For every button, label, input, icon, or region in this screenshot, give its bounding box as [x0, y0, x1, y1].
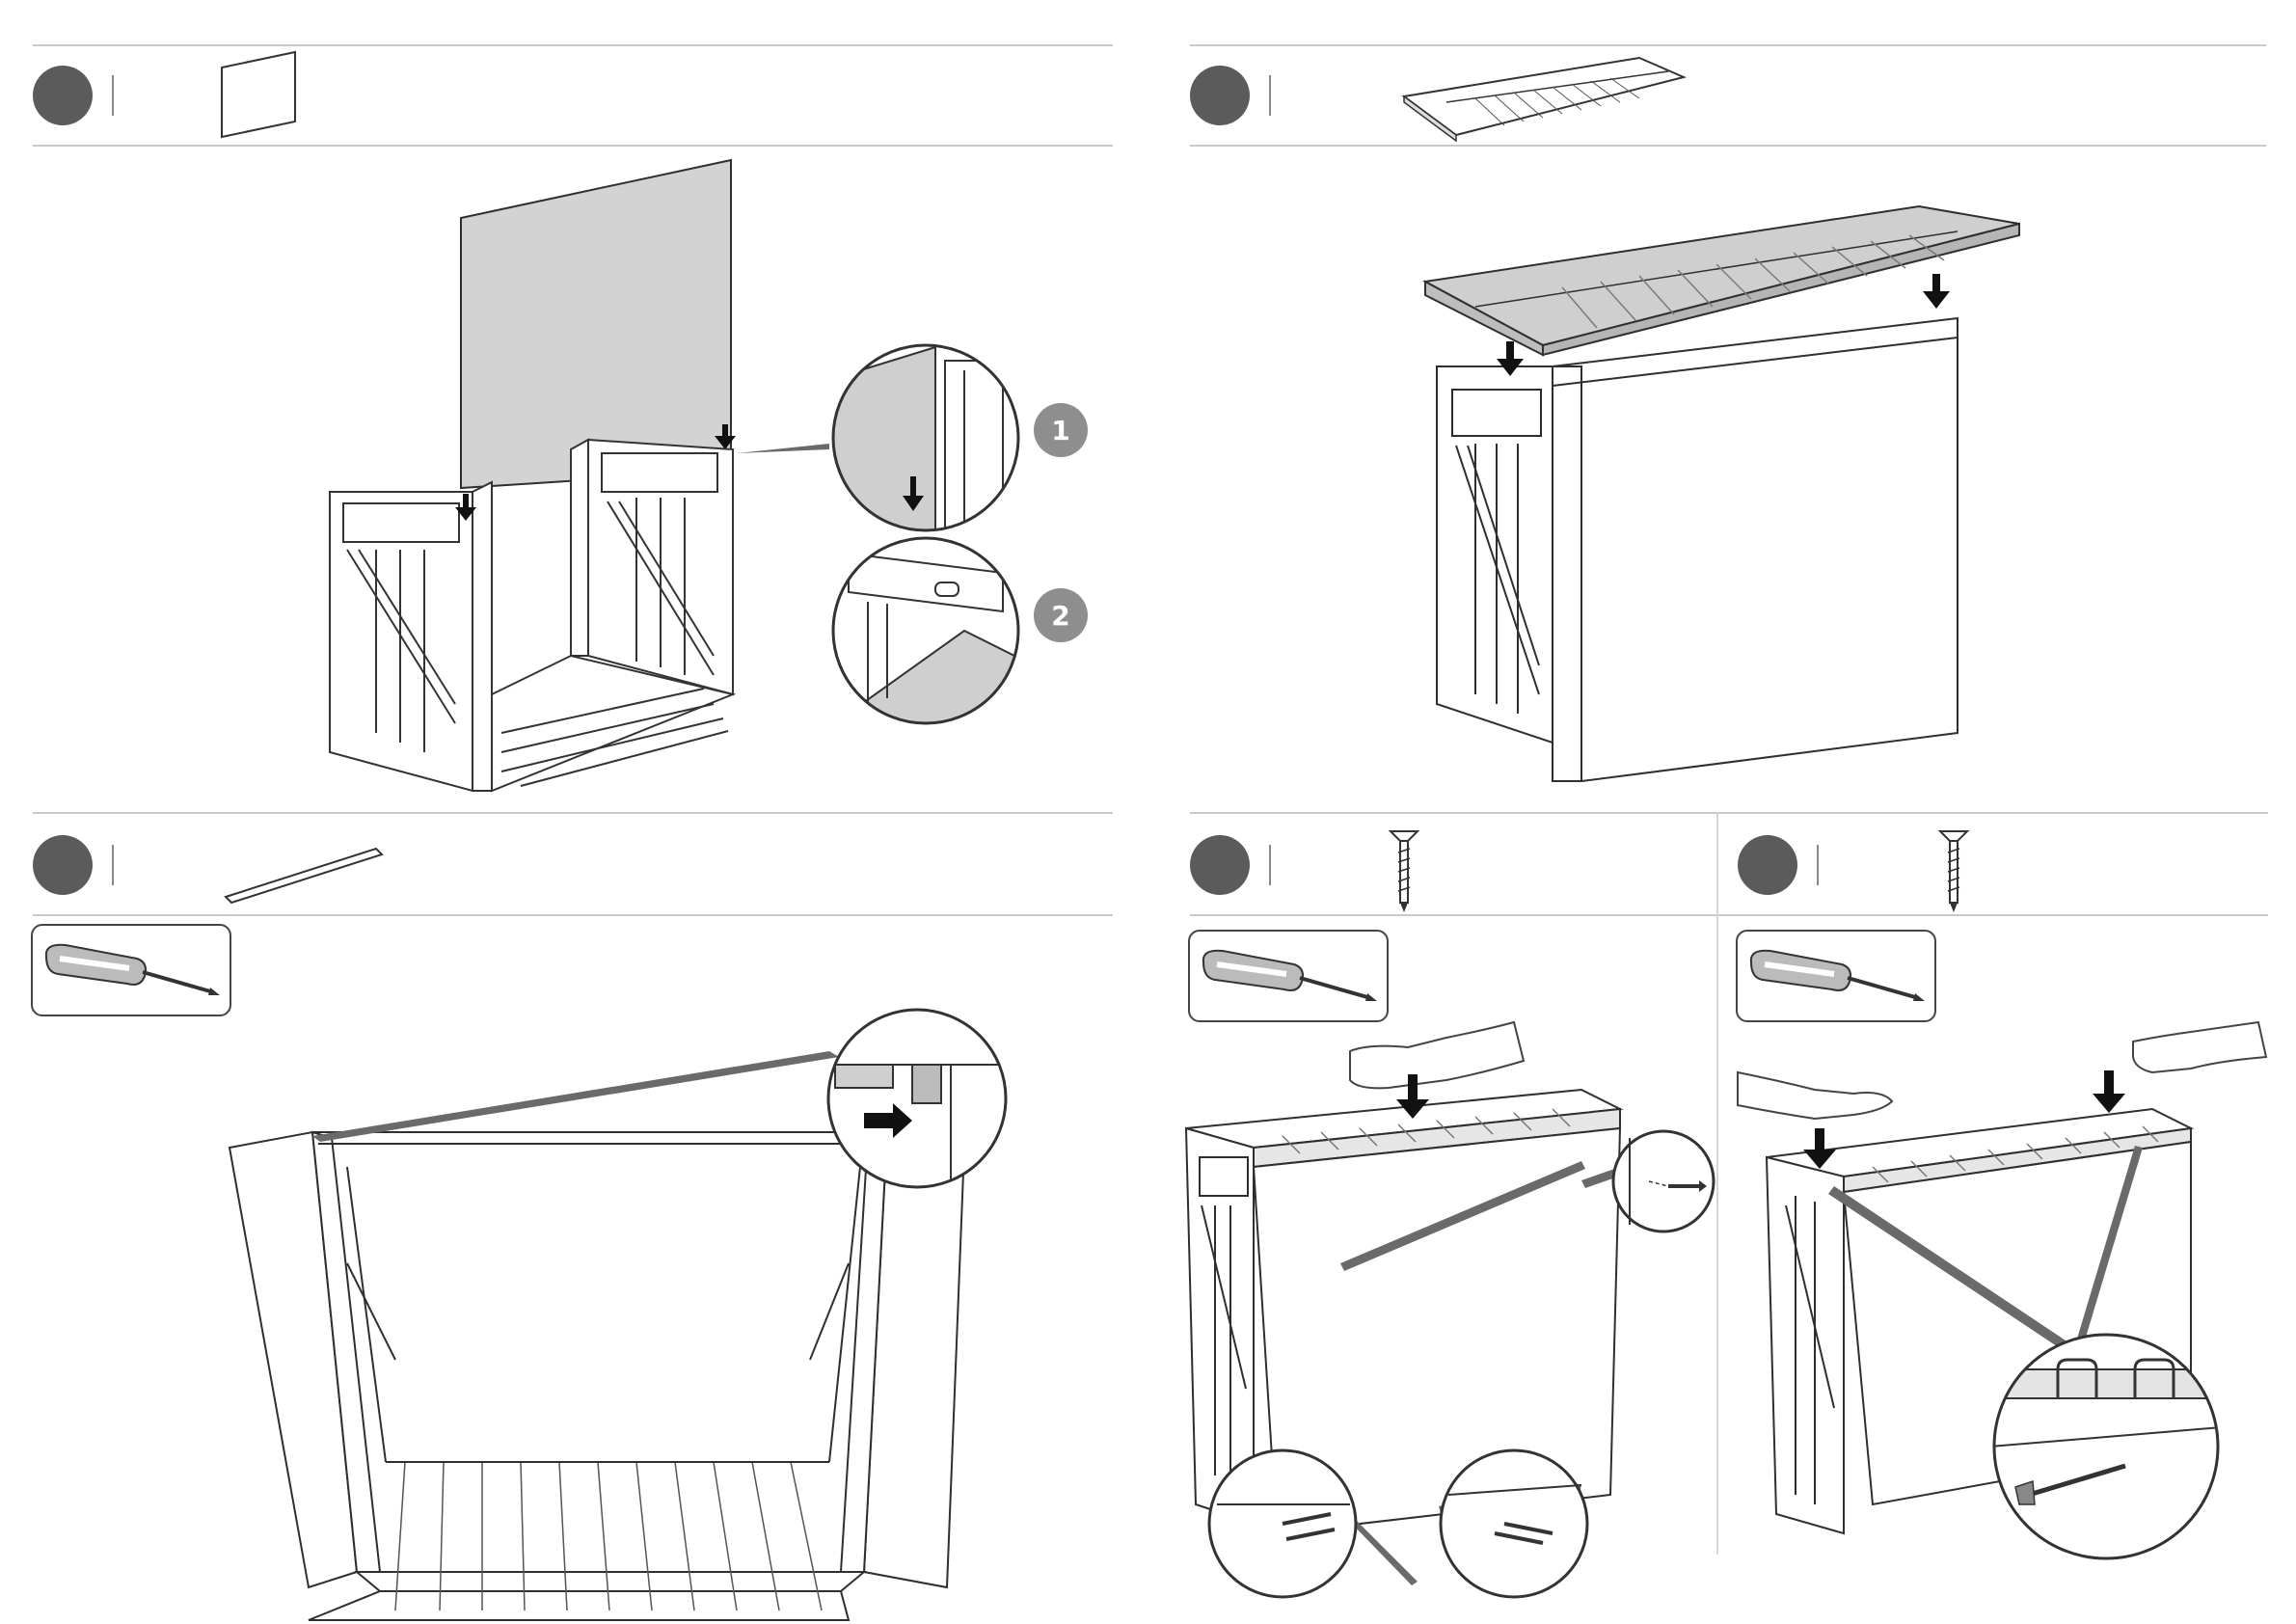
- divider: [33, 914, 1113, 916]
- step-number-circle: [1190, 66, 1250, 125]
- screwdriver-icon: [41, 935, 224, 1003]
- screwdriver-icon: [1745, 941, 1929, 1009]
- step-number-circle: [33, 66, 93, 125]
- divider: [1817, 845, 1819, 885]
- back-panel-sheet: [461, 160, 731, 488]
- lid-icon: [1398, 48, 1688, 145]
- divider: [1269, 845, 1271, 885]
- detail-circle-bottom-left-screws: [1205, 1447, 1360, 1601]
- detail-circle-top-edge: [829, 341, 1022, 534]
- divider: [1269, 75, 1271, 116]
- step-number-circle: [1738, 835, 1797, 895]
- divider: [33, 812, 1113, 814]
- detail-circle-side-edge: [829, 534, 1022, 727]
- callout-badge-2: 2: [1034, 588, 1088, 642]
- right-side-frame: [571, 440, 733, 694]
- tool-box: [31, 924, 231, 1016]
- left-side-frame: [330, 482, 492, 791]
- storage-box-body: [1437, 318, 1958, 781]
- step-panel-rod: [0, 810, 1119, 1624]
- divider: [1190, 914, 1716, 916]
- divider: [33, 44, 1113, 46]
- down-arrow-icon: [2093, 1070, 2125, 1113]
- divider: [112, 845, 114, 885]
- back-panel-insert-illustration: [318, 154, 781, 810]
- rod-icon: [222, 829, 395, 907]
- hand-illustration: [1350, 1022, 1524, 1088]
- side-panel-sheet-icon: [212, 48, 309, 140]
- step-panel-lid-screws: [1718, 810, 2296, 1624]
- step-panel-back-panel: 1 2: [0, 0, 1119, 810]
- step-panel-lid: [1157, 0, 2296, 810]
- storage-box-open-view: [230, 1132, 964, 1620]
- step-panel-back-screws: [1157, 810, 1716, 1624]
- divider: [1190, 44, 2266, 46]
- screw-icon: [1934, 820, 1973, 916]
- lid-placement-illustration: [1418, 193, 2189, 791]
- hand-illustration: [1738, 1072, 1892, 1119]
- down-arrow-icon: [1923, 274, 1950, 309]
- tool-box: [1188, 930, 1389, 1022]
- divider: [112, 75, 114, 116]
- divider: [1718, 914, 2268, 916]
- divider: [1718, 812, 2268, 814]
- divider: [1190, 812, 1716, 814]
- hand-illustration: [2133, 1022, 2266, 1072]
- callout-badge-1: 1: [1034, 403, 1088, 457]
- detail-circle-lid-hook: [1990, 1331, 2222, 1562]
- divider: [33, 145, 1113, 147]
- detail-circle-rod-slot: [825, 1007, 1009, 1190]
- step-number-circle: [1190, 835, 1250, 895]
- screw-icon: [1385, 820, 1423, 916]
- tool-box: [1736, 930, 1936, 1022]
- divider: [1190, 145, 2266, 147]
- detail-circle-side-screw: [1610, 1128, 1716, 1234]
- step-number-circle: [33, 835, 93, 895]
- screwdriver-icon: [1198, 941, 1381, 1009]
- detail-circle-bottom-right-screws: [1437, 1447, 1591, 1601]
